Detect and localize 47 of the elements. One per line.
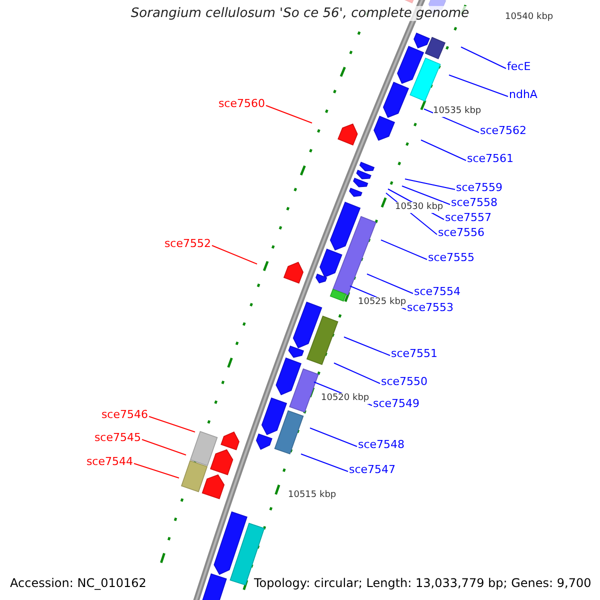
leader-line [300,454,348,472]
leader-line [212,245,258,264]
gene-label: sce7553 [407,301,454,314]
gene-label: sce7549 [373,397,420,410]
leader-line [266,105,312,124]
tick-label: 10540 kbp [505,12,554,23]
gene-label: sce7550 [381,375,428,388]
topology-text: Topology: circular; Length: 13,033,779 bp; Genes: 9,700 [254,576,592,590]
leader-line [380,240,428,260]
gene-label: sce7559 [456,181,503,194]
gene-label: sce7548 [358,438,405,451]
leader-line [424,108,480,133]
gene-label: sce7562 [480,124,527,137]
leader-line [448,74,508,97]
leader-line [366,274,414,294]
leader-line [402,186,450,205]
tick-label: 10520 kbp [321,393,370,404]
gene-label: fecE [507,60,531,73]
map-title: Sorangium cellulosum 'So ce 56', complete genome [130,6,470,21]
gene-label: sce7556 [438,226,485,239]
leader-line [420,140,466,161]
gene-label: sce7560 [218,97,265,110]
leader-line [310,428,358,447]
gene-label: sce7551 [391,347,438,360]
gene-label: ndhA [509,88,538,101]
tick-label: 10530 kbp [395,202,444,213]
leader-line [404,178,456,190]
gene-label: sce7558 [451,196,498,209]
gene-label: sce7552 [164,237,211,250]
gene-label: sce7547 [349,463,396,476]
leader-line [344,336,390,356]
leader-line [148,416,196,432]
gene-label: sce7546 [101,408,148,421]
leader-line [334,362,380,384]
accession-text: Accession: NC_010162 [10,576,146,590]
tick-label: 10515 kbp [288,490,336,501]
gene-label: sce7561 [467,152,514,165]
leader-line [134,463,180,478]
leader-line [460,46,506,69]
leader-line [142,439,186,456]
gene-label: sce7555 [428,251,475,264]
gene-label: sce7545 [94,431,141,444]
gene-label: sce7544 [86,455,133,468]
gene-label: sce7557 [445,211,492,224]
tick-label: 10535 kbp [433,106,482,117]
tick-label: 10525 kbp [358,297,406,308]
gene-label: sce7554 [414,285,461,298]
